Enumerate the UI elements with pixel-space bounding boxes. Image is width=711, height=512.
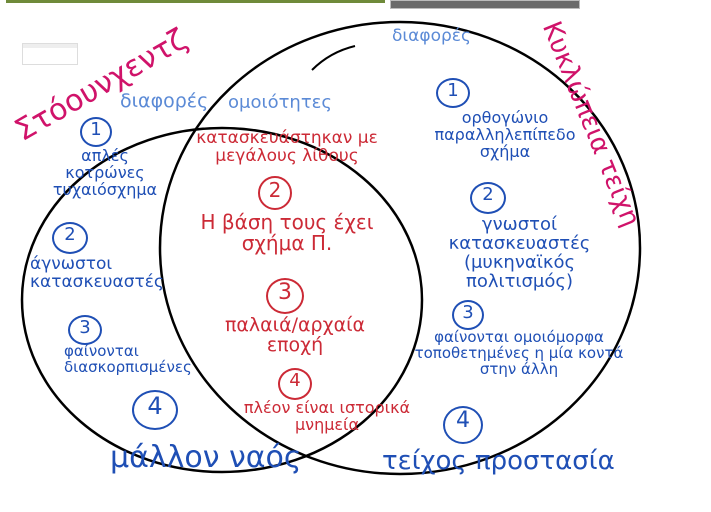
left-item: φαίνονται διασκορπισμένες: [64, 342, 192, 376]
middle-item: Η βάση τους έχει σχήμα Π.: [200, 210, 374, 255]
number-badge: 4: [443, 406, 483, 444]
middle-item: πλέον είναι ιστορικά μνημεία: [243, 398, 411, 434]
photo-thumbnail: [6, 0, 385, 3]
dropdown-widget[interactable]: [22, 43, 78, 65]
number-badge: 1: [80, 117, 112, 147]
left-item: μάλλον ναός: [110, 440, 302, 475]
middle-header: ομοιότητες: [228, 92, 332, 113]
right-item: φαίνονται ομοιόμορφα τοποθετημένες η μία…: [414, 328, 624, 378]
right-item: ορθογώνιο παραλληλεπίπεδο σχήμα: [434, 108, 576, 161]
number-badge: 2: [470, 182, 506, 214]
right-circle: [158, 20, 642, 476]
photo-thumbnail: [390, 0, 580, 9]
number-badge: 3: [452, 300, 484, 330]
left-header: διαφορές: [120, 90, 209, 112]
number-badge: 1: [436, 78, 470, 108]
middle-item: κατασκευάστηκαν με μεγάλους λίθους: [196, 128, 378, 166]
middle-item: παλαιά/αρχαία εποχή: [224, 314, 366, 356]
number-badge: 4: [278, 368, 312, 400]
right-item: γνωστοί κατασκευαστές (μυκηναϊκός πολιτι…: [448, 214, 591, 292]
number-badge: 3: [266, 278, 304, 314]
right-item: τείχος προστασία: [382, 446, 615, 476]
left-item: άγνωστοι κατασκευαστές: [30, 254, 164, 292]
number-badge: 2: [258, 176, 292, 210]
number-badge: 4: [132, 390, 178, 430]
number-badge: 3: [68, 315, 102, 345]
right-header: διαφορές: [392, 26, 471, 46]
left-item: απλές κοτρώνες τυχαιόσχημα: [52, 146, 158, 199]
number-badge: 2: [52, 222, 88, 254]
pen-stroke: [311, 45, 356, 71]
left-circle: [20, 126, 424, 474]
